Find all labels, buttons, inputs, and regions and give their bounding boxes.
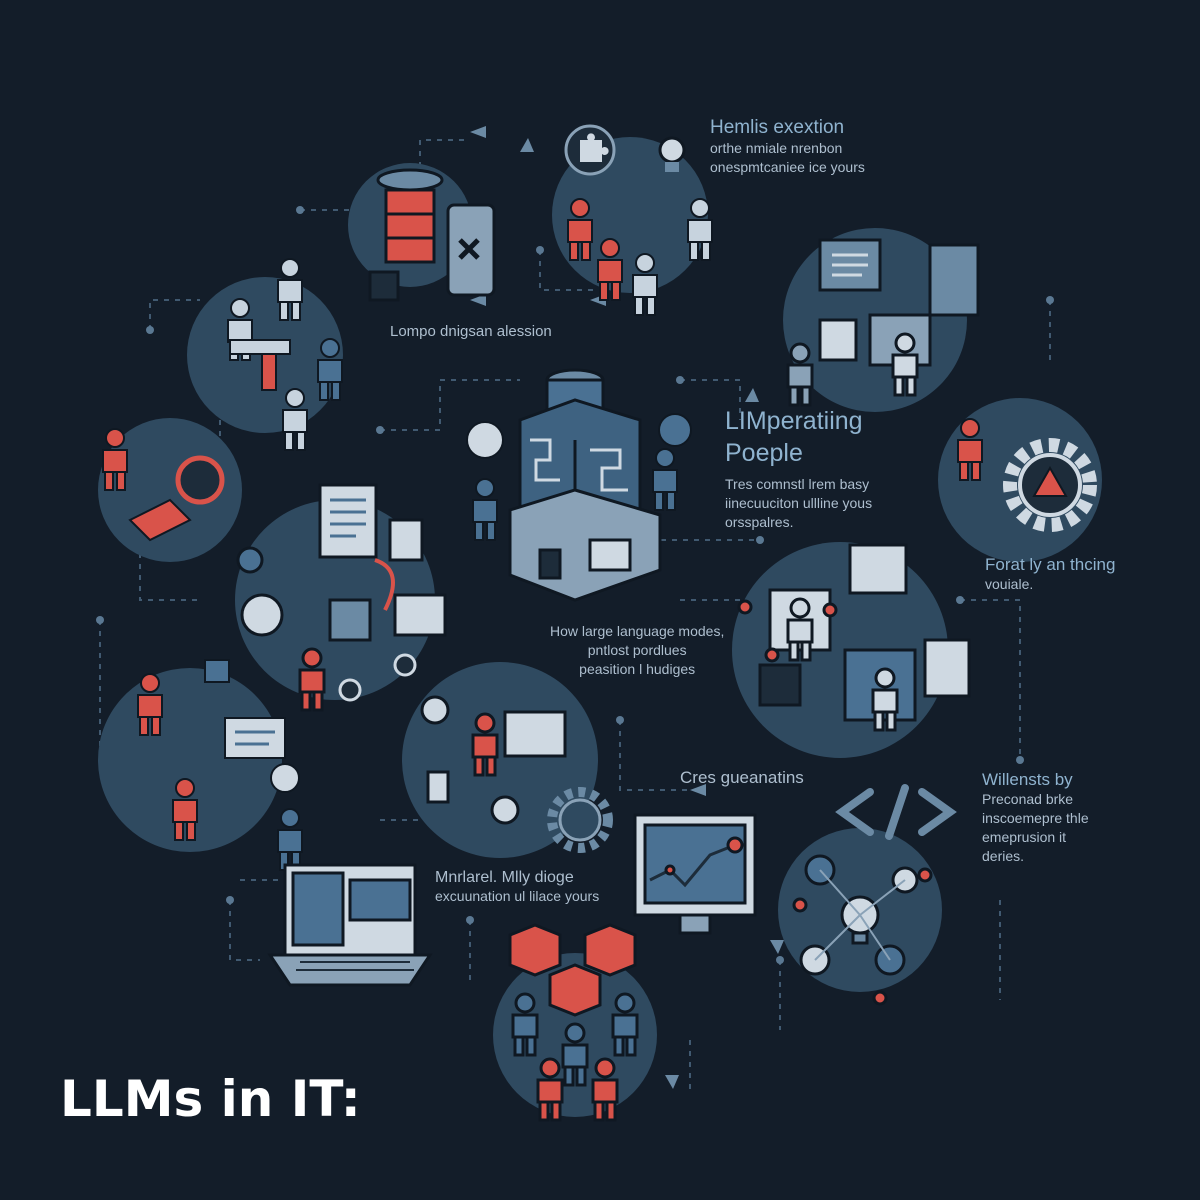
top-right-label: Hemlis exextion orthe nmiale nrenbon one… [710,117,865,177]
people-group-left [227,258,343,451]
people-group-bottom [508,923,639,1122]
right-mid-label: Forat ly an thcing vouiale. [985,555,1115,594]
lightbulb-icon [658,136,686,172]
laptop-icon [267,863,433,987]
warning-icon [1032,465,1068,497]
lower-left-label: Mnrlarel. Mlly dioge excuunation ul lila… [435,868,599,906]
code-brackets-icon [835,784,957,840]
people-group-far-left [102,428,225,542]
lower-right-line-3: emeprusion it [982,829,1067,845]
connector-arrows [470,126,784,1089]
people-group-mid-bottom [420,695,613,853]
puzzle-icon [564,124,616,176]
middle-line-2: pntlost pordlues [587,642,687,658]
devices-left-mid [236,546,447,712]
top-right-line-1: orthe nmiale nrenbon [710,140,843,156]
lower-mid-caption: Cres gueanatins [680,768,804,787]
center-line-2: iinecuuciton ullline yous [725,495,873,511]
center-line-1: Tres comnstl lrem basy [725,476,870,492]
network-lower-right [792,854,933,1006]
middle-line-1: How large language modes, [550,623,725,639]
center-label: LIMperatiing Poeple Tres comnstl lrem ba… [725,405,872,532]
lower-right-line-1: Preconad brke [982,791,1074,807]
maze-tower-icon [508,368,662,602]
people-group-center [466,413,692,541]
lower-left-heading: Mnrlarel. Mlly dioge [435,869,574,886]
people-group-right-mid [737,543,971,732]
database-icon [368,168,496,302]
right-mid-heading: Forat ly an thcing [985,555,1116,574]
middle-label: How large language modes, pntlost pordlu… [550,622,724,679]
lower-right-line-2: inscoemepre thle [982,810,1089,826]
middle-line-3: peasition l hudiges [579,661,696,677]
lower-right-line-4: deries. [982,848,1025,864]
page-title: LLMs in IT: [60,1070,361,1128]
center-line-3: orsspalres. [725,514,794,530]
lower-left-line-1: excuunation ul lilace yours [435,888,600,904]
top-right-line-2: onespmtcaniee ice yours [710,159,865,175]
center-heading-line-1: LIMperatiing [725,407,863,435]
top-right-heading: Hemlis exextion [710,117,845,138]
screens-top-right [786,238,980,407]
right-mid-line-1: vouiale. [985,576,1034,592]
center-heading-line-2: Poeple [725,439,803,467]
monitor-chart-icon [633,813,757,935]
document-icon [318,483,424,562]
people-group-lower-left [137,659,303,871]
lower-right-label: Willensts by Preconad brke inscoemepre t… [982,770,1089,866]
left-caption: Lompo dnigsan alession [390,323,552,340]
lower-right-heading: Willensts by [982,770,1073,789]
